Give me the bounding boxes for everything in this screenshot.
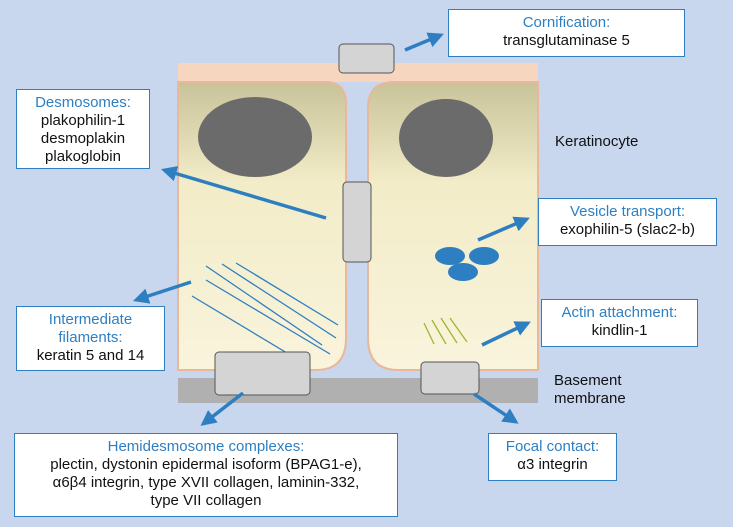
hemidesmosome-box: Hemidesmosome complexes: plectin, dyston… <box>14 433 398 517</box>
arrow-hemidesmosome <box>200 391 245 426</box>
cornification-box: Cornification: transglutaminase 5 <box>448 9 685 57</box>
arrow-cornification <box>404 32 444 52</box>
desmosomes-line-2: desmoplakin <box>40 130 126 147</box>
hemidesmosome-plaque <box>214 351 311 396</box>
hemidesmosome-line-1: plectin, dystonin epidermal isoform (BPA… <box>50 456 362 473</box>
focal-contact-line: α3 integrin <box>517 456 588 473</box>
vesicle-transport-box: Vesicle transport: exophilin-5 (slac2-b) <box>538 198 717 246</box>
basement-membrane-label: Basement membrane <box>554 372 626 408</box>
actin-filament-lines <box>423 317 468 345</box>
desmosomes-line-1: plakophilin-1 <box>40 112 126 129</box>
actin-attachment-title: Actin attachment: <box>561 304 678 321</box>
desmosomes-box: Desmosomes: plakophilin-1 desmoplakin pl… <box>16 89 150 169</box>
intermediate-filaments-line: keratin 5 and 14 <box>36 347 145 364</box>
desmosomes-title: Desmosomes: <box>35 94 131 111</box>
vesicle-transport-line: exophilin-5 (slac2-b) <box>559 221 696 238</box>
vesicles <box>435 247 499 281</box>
focal-contact-plaque <box>420 361 480 395</box>
desmosome-plaque <box>342 181 372 263</box>
hemidesmosome-line-3: type VII collagen <box>150 492 262 509</box>
arrow-vesicle-transport <box>477 216 530 242</box>
intermediate-filaments-title-2: filaments: <box>58 329 123 346</box>
vesicle-transport-title: Vesicle transport: <box>569 203 686 220</box>
cornification-plaque <box>338 43 395 74</box>
intermediate-filaments-box: Intermediate filaments: keratin 5 and 14 <box>16 306 165 371</box>
focal-contact-box: Focal contact: α3 integrin <box>488 433 617 481</box>
basement-membrane-line-1: Basement <box>554 372 622 389</box>
pointer-arrows <box>133 32 531 426</box>
hemidesmosome-title: Hemidesmosome complexes: <box>107 438 305 455</box>
actin-attachment-line: kindlin-1 <box>591 322 648 339</box>
hemidesmosome-line-2: α6β4 integrin, type XVII collagen, lamin… <box>52 474 360 491</box>
arrow-desmosomes <box>160 166 327 220</box>
cornification-line: transglutaminase 5 <box>503 32 630 49</box>
intermediate-filament-lines <box>191 262 339 357</box>
cornification-title: Cornification: <box>522 14 611 31</box>
arrow-intermediate-filaments <box>133 280 192 304</box>
keratinocyte-label: Keratinocyte <box>555 133 639 150</box>
nucleus-right <box>399 99 493 177</box>
actin-attachment-box: Actin attachment: kindlin-1 <box>541 299 698 347</box>
intermediate-filaments-title-1: Intermediate <box>48 311 133 328</box>
desmosomes-line-3: plakoglobin <box>45 148 121 165</box>
arrow-focal-contact <box>473 392 519 424</box>
basement-membrane-line-2: membrane <box>554 390 626 407</box>
nucleus-left <box>198 97 312 177</box>
focal-contact-title: Focal contact: <box>505 438 600 455</box>
arrow-actin-attachment <box>481 321 531 347</box>
